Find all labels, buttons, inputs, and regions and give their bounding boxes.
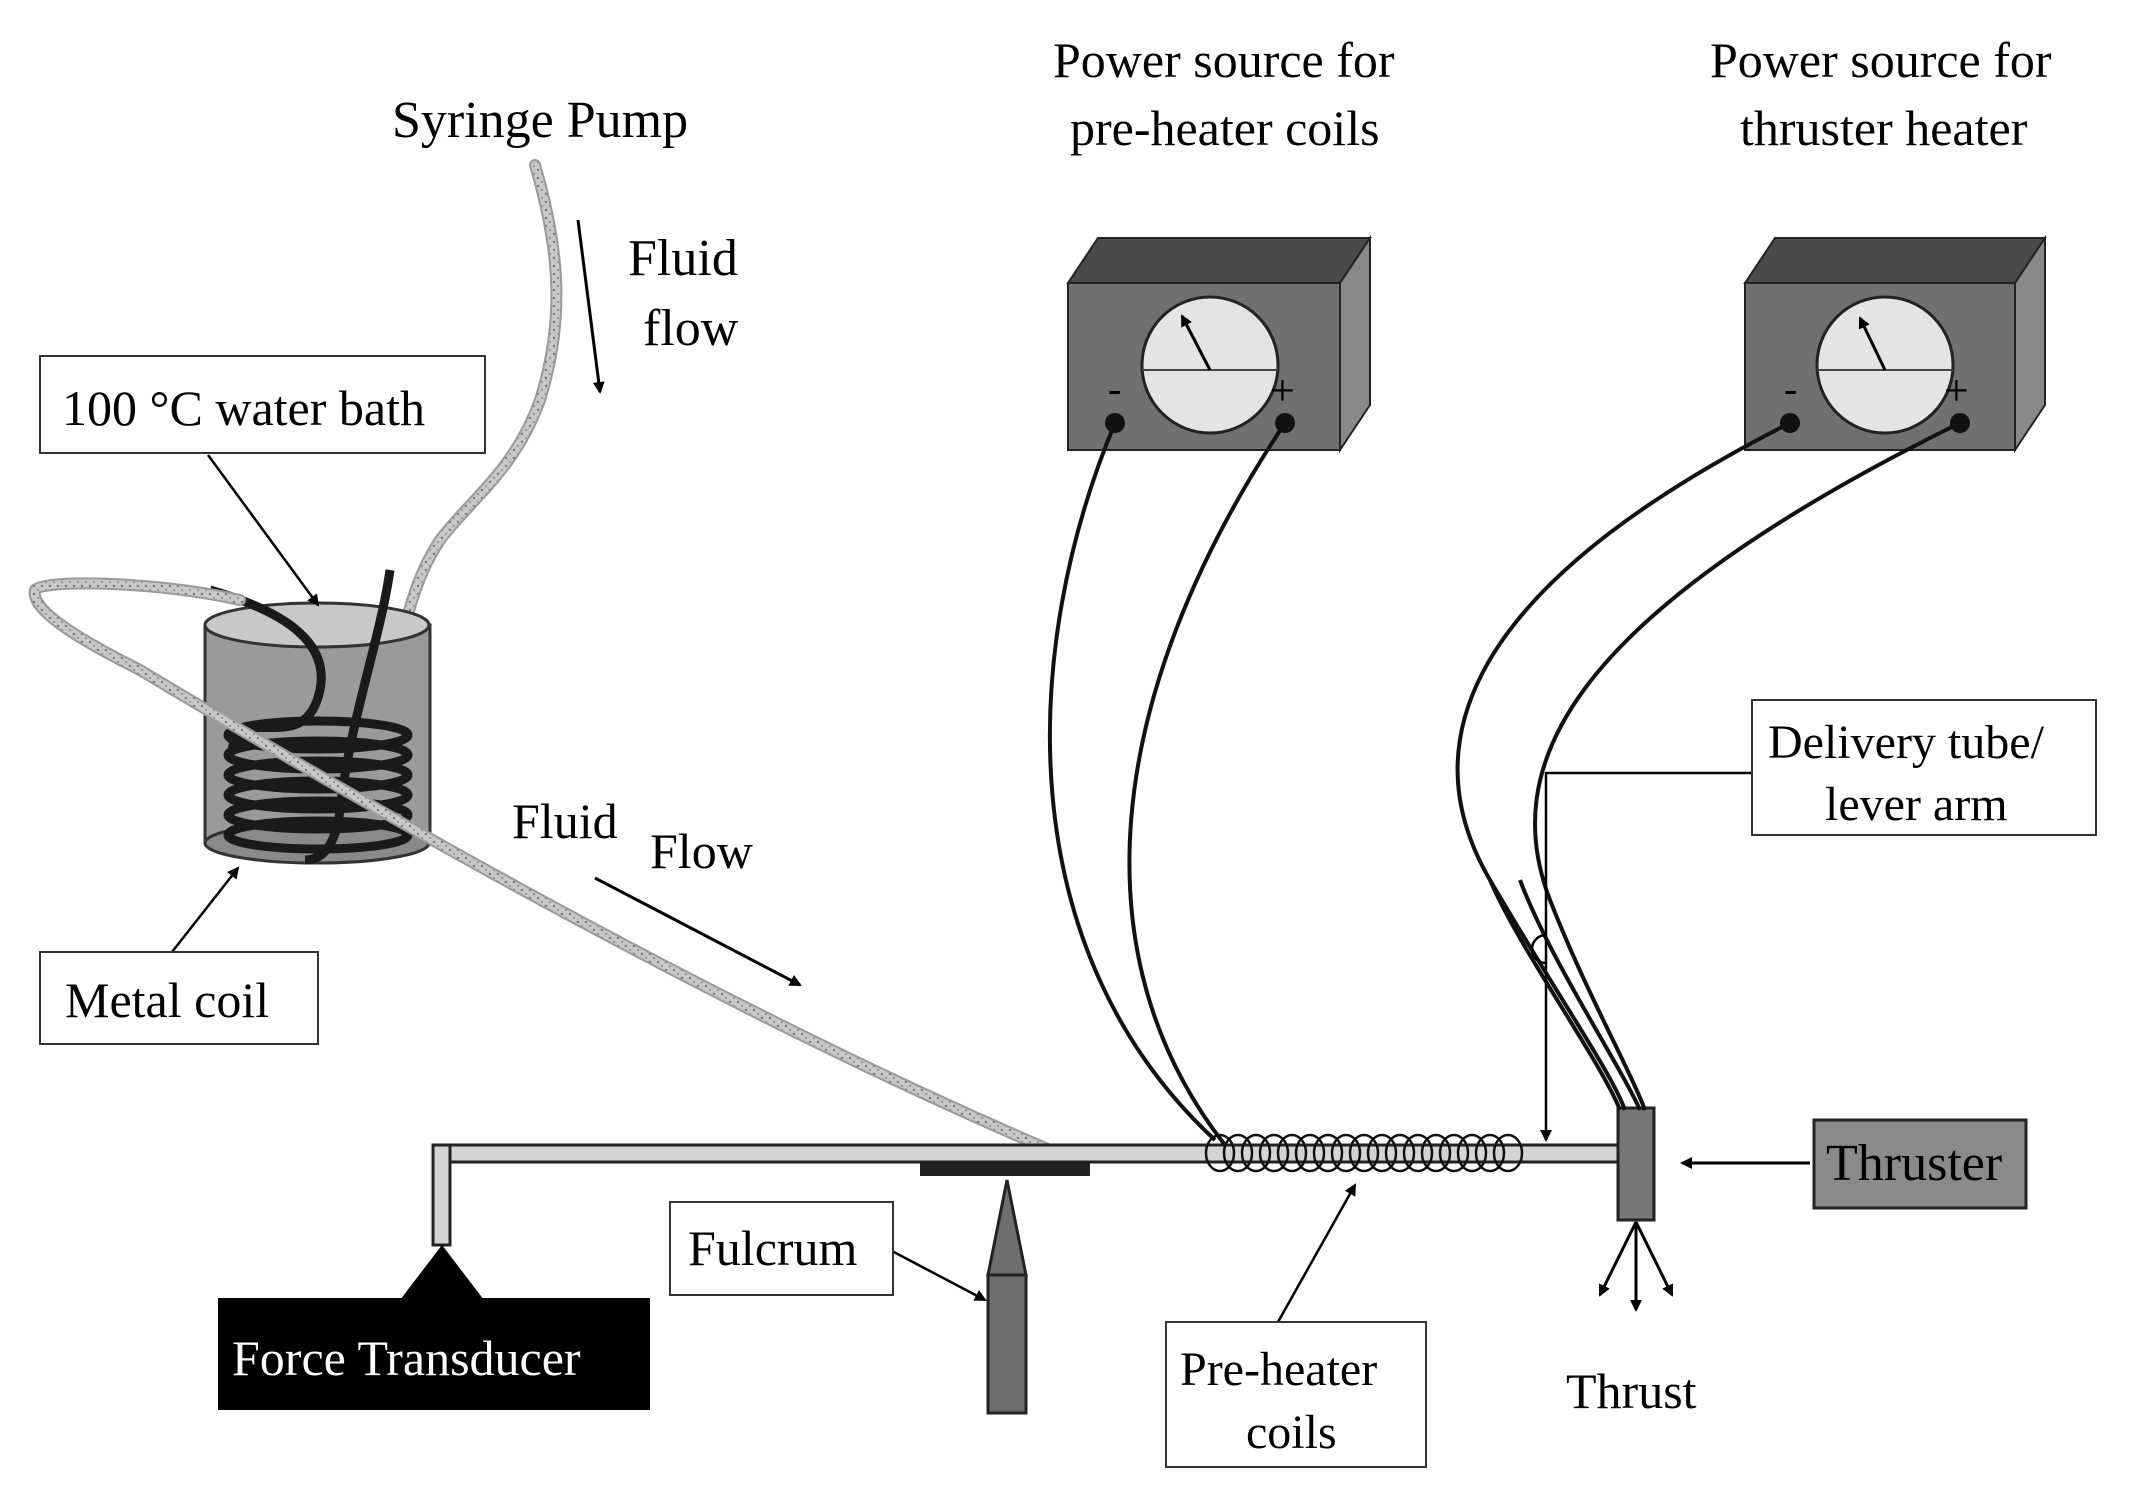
water-bath-label: 100 °C water bath: [62, 380, 425, 436]
fulcrum-label-box: [669, 1201, 894, 1296]
metal-coil-label-box: [39, 951, 319, 1045]
fluid-flow-top-line2: flow: [643, 300, 739, 357]
thruster-label: Thruster: [1826, 1135, 2002, 1192]
delivery-tube-line2: lever arm: [1825, 778, 2008, 831]
pivot-plate: [920, 1162, 1090, 1176]
fluid-flow-top-line1: Fluid: [628, 230, 738, 287]
water-bath-label-box: [39, 355, 486, 454]
fulcrum: [986, 1179, 1028, 1415]
preheater-coils-line1: Pre-heater: [1180, 1343, 1377, 1396]
preheater-minus-label: -: [1108, 366, 1121, 411]
thruster-minus-label: -: [1784, 366, 1797, 411]
delivery-tube-line1: Delivery tube/: [1768, 716, 2045, 769]
fluid-flow-mid-line1: Fluid: [512, 793, 618, 849]
preheater-coils-label-box: [1165, 1321, 1427, 1468]
fulcrum-label: Fulcrum: [688, 1220, 858, 1276]
power-preheater-line1: Power source for: [1053, 32, 1395, 88]
power-source-preheater: [1066, 234, 1372, 454]
preheater-plus-label: +: [1270, 366, 1295, 415]
thrust-label: Thrust: [1566, 1363, 1697, 1419]
thruster-wires: [1455, 421, 1961, 1111]
preheater-coils-line2: coils: [1246, 1406, 1337, 1459]
thruster-nozzle: [1616, 1106, 1656, 1222]
coil-outlet-tube: [28, 577, 1056, 1156]
force-transducer-label: Force Transducer: [232, 1330, 581, 1386]
pointer-lines: [171, 454, 1752, 1323]
thruster-plus-label: +: [1944, 366, 1969, 415]
thruster-block: [1812, 1118, 2028, 1210]
power-thruster-line1: Power source for: [1710, 32, 2052, 88]
syringe-pump-label: Syringe Pump: [392, 92, 688, 149]
thrust-arrows: [1598, 1221, 1674, 1312]
preheater-coil-loops: [1204, 1133, 1524, 1173]
fluid-flow-arrow-mid: [594, 876, 802, 987]
delivery-tube-label-box: [1751, 699, 2097, 836]
preheater-wires: [1047, 421, 1287, 1147]
force-transducer: [218, 1245, 650, 1410]
power-preheater-line2: pre-heater coils: [1070, 100, 1380, 156]
power-thruster-line2: thruster heater: [1740, 100, 2028, 156]
power-source-thruster: [1743, 234, 2047, 454]
lever-arm: [431, 1143, 1625, 1247]
fluid-flow-arrow-top: [576, 219, 605, 394]
metal-coil-label: Metal coil: [65, 972, 269, 1028]
fluid-flow-mid-line2: Flow: [650, 823, 753, 879]
